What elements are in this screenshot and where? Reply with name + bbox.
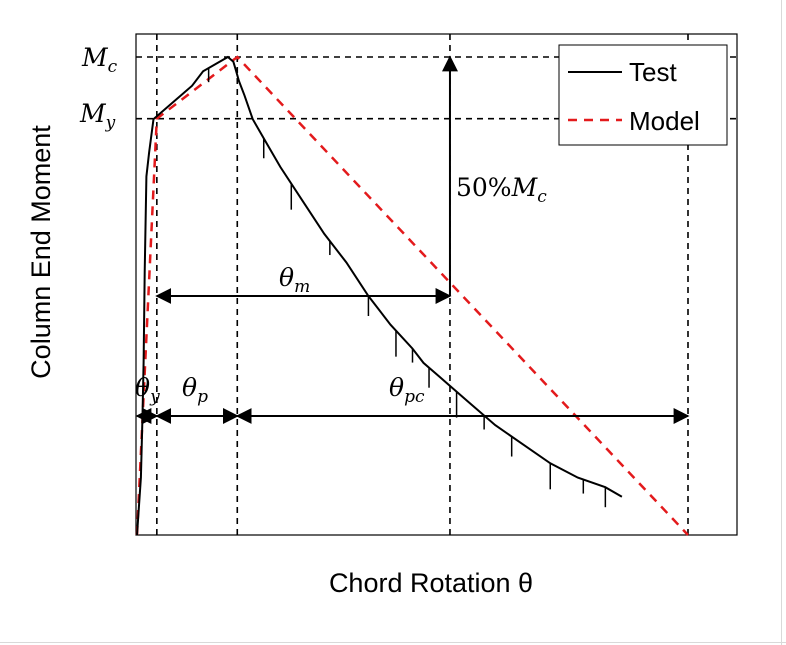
- label-theta-y: θy: [135, 373, 160, 407]
- plot-area: [135, 33, 738, 536]
- legend-box: [558, 44, 728, 146]
- dimension-arrows: [135, 55, 690, 424]
- legend-label-test: Test: [629, 57, 677, 87]
- label-theta-m: θm: [279, 263, 310, 297]
- label-fifty-percent-m-c: 50%Mc: [456, 173, 547, 207]
- test-series-line: [136, 55, 623, 536]
- label-theta-p: θp: [182, 373, 208, 407]
- label-m-c: Mc: [81, 43, 118, 77]
- frame-edge-bottom: [0, 642, 786, 643]
- legend-label-model: Model: [629, 106, 700, 136]
- test-series-spikes: [207, 68, 607, 508]
- model-series-line: [135, 55, 689, 536]
- label-m-y: My: [79, 99, 116, 133]
- frame-edge-right: [781, 0, 782, 645]
- legend: Test Model: [558, 44, 728, 146]
- x-axis-label: Chord Rotation θ: [329, 568, 533, 598]
- label-theta-pc: θpc: [389, 373, 425, 407]
- y-axis-label: Column End Moment: [26, 125, 56, 379]
